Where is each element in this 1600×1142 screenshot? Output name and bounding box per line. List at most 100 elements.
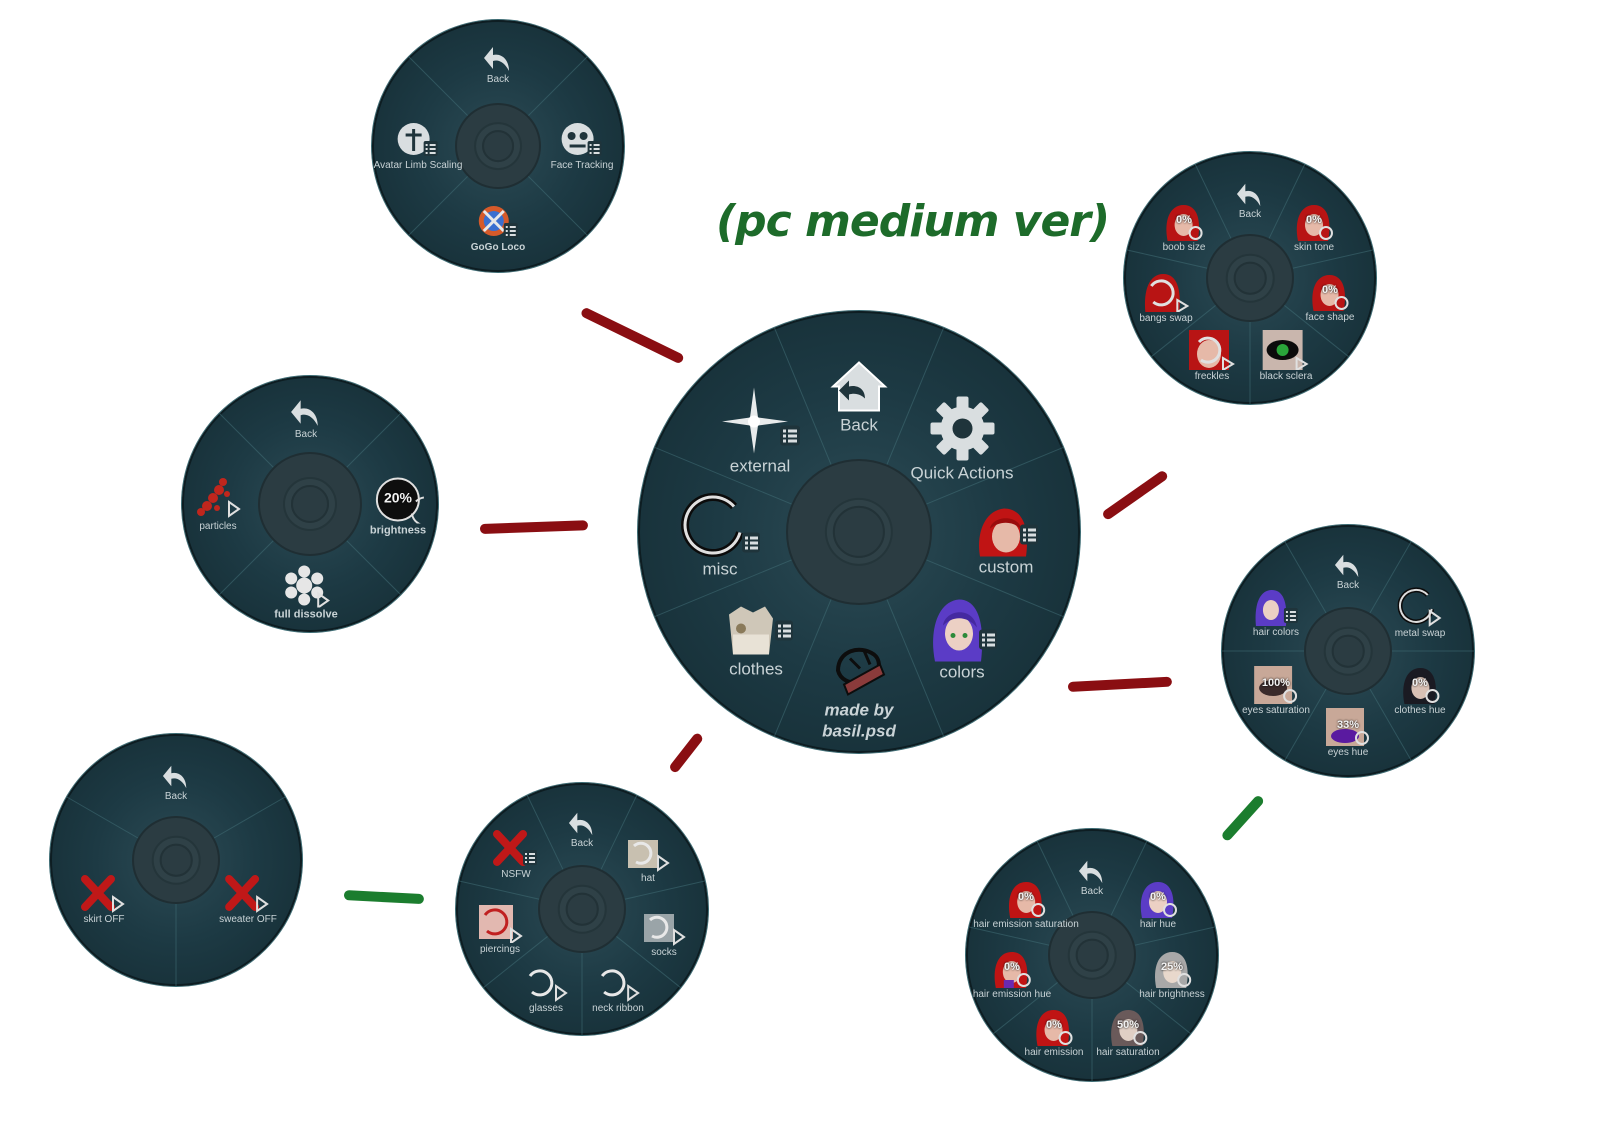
nsfw-item-skirt-off[interactable]: skirt OFF (81, 875, 127, 925)
main-item-back[interactable]: Back (829, 359, 889, 436)
clothes-item-socks[interactable]: socks (642, 908, 686, 958)
clothes-item-back[interactable]: Back (568, 809, 596, 849)
misc-item-particles[interactable]: particles (193, 476, 243, 532)
custom-menu-hub[interactable] (1208, 236, 1292, 320)
colors-item-back[interactable]: Back (1334, 551, 1362, 591)
segment-divider (1368, 541, 1412, 615)
external-item-avatar-limb-scaling[interactable]: Avatar Limb Scaling (374, 121, 462, 171)
particles-icon (193, 476, 243, 520)
hair-emission-saturation-avatar-icon: 0% (1006, 880, 1046, 918)
back-arrow-icon (290, 396, 322, 428)
colors-item-eyes-hue[interactable]: 33% eyes hue (1326, 708, 1370, 758)
hair-item-hue[interactable]: 0% hair hue (1138, 880, 1178, 930)
hair-item-saturation[interactable]: 50% hair saturation (1096, 1008, 1160, 1058)
nsfw-item-sweater-off[interactable]: sweater OFF (219, 875, 277, 925)
segment-divider (1284, 541, 1328, 615)
segment-divider (654, 446, 794, 506)
segment-divider (773, 597, 833, 737)
external-item-face-tracking[interactable]: Face Tracking (551, 121, 613, 171)
hair-item-emission[interactable]: 0% hair emission (1025, 1008, 1083, 1058)
segment-dividers (1127, 164, 1373, 404)
nsfw-menu-hub[interactable] (134, 818, 218, 902)
hair-item-emission-saturation[interactable]: 0% hair emission saturation (973, 880, 1079, 930)
custom-item-face-shape[interactable]: 0% face shape (1306, 273, 1354, 323)
back-arrow-icon (483, 43, 513, 73)
segment-divider (212, 796, 286, 840)
segment-dividers (654, 327, 1064, 737)
misc-item-brightness[interactable]: 20% brightness (370, 476, 438, 537)
external-menu-hub[interactable] (457, 105, 539, 187)
segment-divider (614, 934, 681, 988)
main-item-clothes[interactable]: clothes (719, 605, 793, 680)
external-item-gogo-loco[interactable]: GoGo Loco (471, 203, 525, 253)
segment-divider (1109, 841, 1148, 918)
custom-item-freckles[interactable]: freckles (1189, 330, 1235, 382)
eye-icon (1263, 330, 1309, 372)
segment-dividers (66, 796, 286, 986)
hair-item-brightness[interactable]: 25% hair brightness (1139, 950, 1205, 1000)
main-item-custom[interactable]: custom (974, 505, 1038, 578)
connector-misc (479, 520, 589, 534)
custom-item-bangs-swap[interactable]: bangs swap (1139, 272, 1193, 324)
colors-item-metal-swap[interactable]: metal swap (1395, 587, 1445, 639)
segment-divider (1290, 249, 1373, 270)
segment-divider (599, 795, 638, 872)
segment-divider (219, 539, 275, 595)
clothes-item-piercings[interactable]: piercings (477, 903, 523, 955)
clothes-item-hat[interactable]: hat (626, 834, 670, 884)
main-menu-hub[interactable] (788, 461, 930, 603)
segment-dividers (408, 56, 588, 236)
hair-colors-menu-hub[interactable] (1050, 913, 1134, 997)
segment-divider (654, 558, 794, 618)
eyes-saturation-icon: 100% (1253, 666, 1298, 704)
hair-item-back[interactable]: Back (1078, 857, 1106, 897)
nsfw-item-back[interactable]: Back (162, 762, 190, 802)
main-item-external[interactable]: external (718, 386, 802, 477)
hair-item-emission-hue[interactable]: 0% hair emission hue (973, 950, 1051, 1000)
hair-brightness-avatar-icon: 25% (1152, 950, 1192, 988)
eyes-hue-icon: 33% (1326, 708, 1370, 746)
segment-divider (1267, 164, 1306, 241)
segment-dividers (1222, 541, 1474, 761)
external-item-back[interactable]: Back (483, 43, 513, 85)
segment-divider (526, 795, 565, 872)
custom-item-back[interactable]: Back (1236, 180, 1264, 220)
clothes-menu-hub[interactable] (540, 867, 624, 951)
colors-radial-menu: Back metal swap 0% clothes hue 33% eyes … (1222, 525, 1474, 777)
segment-divider (1124, 980, 1191, 1034)
custom-item-skin-tone[interactable]: 0% skin tone (1294, 203, 1334, 253)
misc-menu-hub[interactable] (260, 454, 360, 554)
segment-divider (345, 413, 401, 469)
colors-item-clothes-hue[interactable]: 0% clothes hue (1394, 666, 1446, 716)
custom-radial-menu: Back 0% skin tone 0% face shape black sc… (1124, 152, 1376, 404)
brightness-dial-icon: 20% (372, 476, 438, 527)
main-item-colors[interactable]: colors (927, 596, 997, 683)
clothes-item-neck-ribbon[interactable]: neck ribbon (592, 964, 644, 1014)
colors-menu-hub[interactable] (1306, 609, 1390, 693)
colors-item-hair-colors[interactable]: hair colors (1253, 588, 1299, 638)
connector-hair-colors (1220, 794, 1266, 843)
neck-ribbon-swap-icon (596, 964, 640, 1002)
ring-icon (678, 493, 762, 559)
clothes-item-nsfw[interactable]: NSFW (493, 830, 539, 880)
back-arrow-icon (1334, 551, 1362, 579)
piercings-swap-icon (477, 903, 523, 945)
back-arrow-icon (1236, 180, 1264, 208)
segment-divider (526, 174, 588, 236)
face-shape-avatar-icon: 0% (1310, 273, 1350, 311)
main-radial-menu: Back Quick Actions custom colors made by… (638, 311, 1080, 753)
misc-item-back[interactable]: Back (290, 396, 322, 440)
clothes-item-glasses[interactable]: glasses (524, 964, 568, 1014)
custom-item-boob-size[interactable]: 0% boob size (1163, 203, 1205, 253)
segment-divider (345, 539, 401, 595)
segment-divider (885, 597, 945, 737)
colors-item-eyes-saturation[interactable]: 100% eyes saturation (1242, 666, 1310, 716)
main-item-quick-actions[interactable]: Quick Actions (911, 395, 1014, 484)
segment-dividers (219, 413, 401, 595)
snowflake-icon (282, 564, 330, 610)
red-x-icon (224, 875, 271, 913)
custom-item-black-sclera[interactable]: black sclera (1260, 330, 1312, 382)
misc-item-full-dissolve[interactable]: full dissolve (274, 564, 338, 621)
segment-dividers (969, 841, 1215, 1081)
main-item-misc[interactable]: misc (678, 493, 762, 580)
